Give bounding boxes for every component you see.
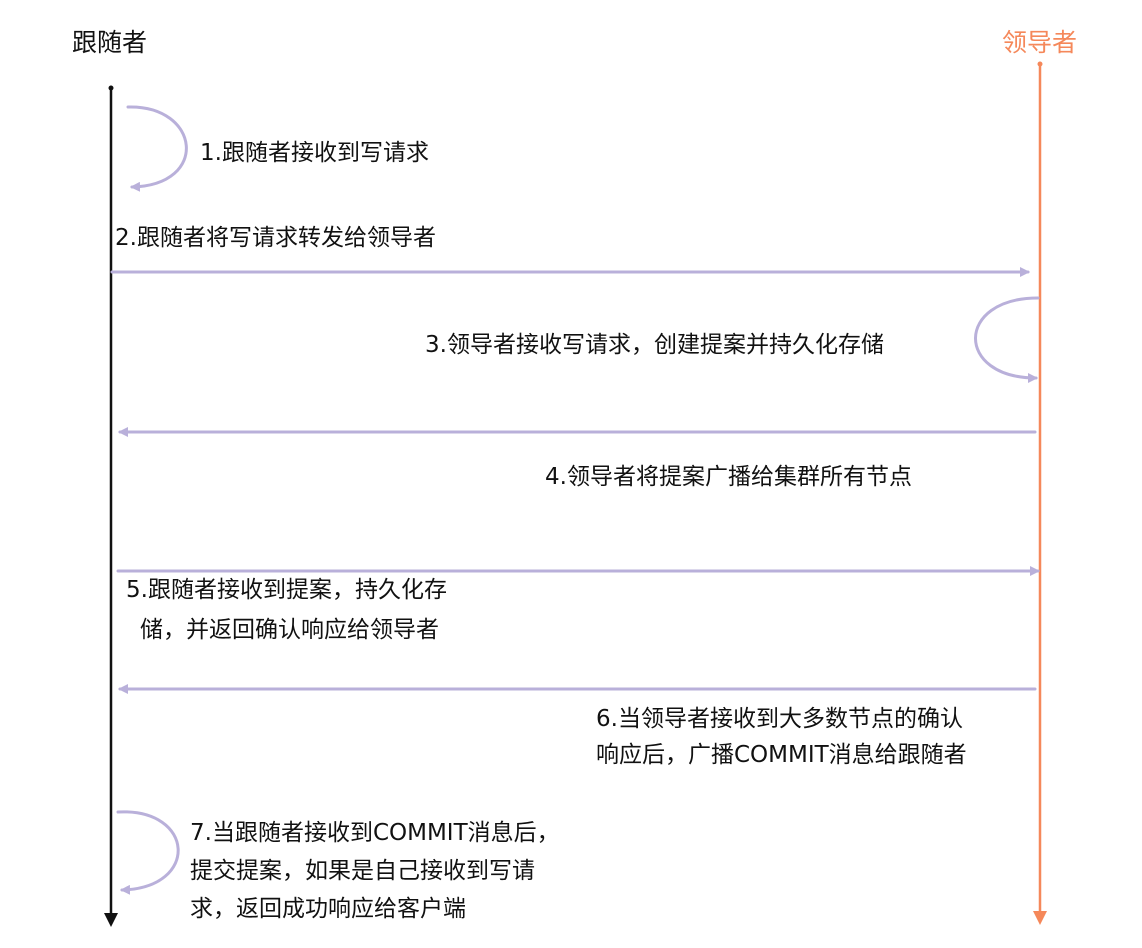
step1-self-arrow bbox=[126, 105, 188, 192]
step4-label: 4.领导者将提案广播给集群所有节点 bbox=[545, 464, 912, 490]
step3-self-arrow bbox=[974, 296, 1040, 383]
step3-label: 3.领导者接收写请求，创建提案并持久化存储 bbox=[425, 332, 884, 358]
step2-label: 2.跟随者将写请求转发给领导者 bbox=[115, 225, 436, 251]
step7-label-line3: 求，返回成功响应给客户端 bbox=[190, 896, 466, 922]
step6-label-line2: 响应后，广播COMMIT消息给跟随者 bbox=[596, 742, 967, 768]
step6-label-line1: 6.当领导者接收到大多数节点的确认 bbox=[596, 706, 963, 732]
step1-label: 1.跟随者接收到写请求 bbox=[200, 140, 429, 166]
step7-label-line1: 7.当跟随者接收到COMMIT消息后， bbox=[190, 820, 560, 846]
leader-label: 领导者 bbox=[1002, 28, 1078, 57]
step5-label-line1: 5.跟随者接收到提案，持久化存 bbox=[126, 577, 447, 603]
step5-label-line2: 储，并返回确认响应给领导者 bbox=[140, 617, 439, 643]
follower-label: 跟随者 bbox=[72, 28, 148, 57]
step7-label-line2: 提交提案，如果是自己接收到写请 bbox=[190, 858, 535, 884]
step7-self-arrow bbox=[116, 810, 180, 895]
